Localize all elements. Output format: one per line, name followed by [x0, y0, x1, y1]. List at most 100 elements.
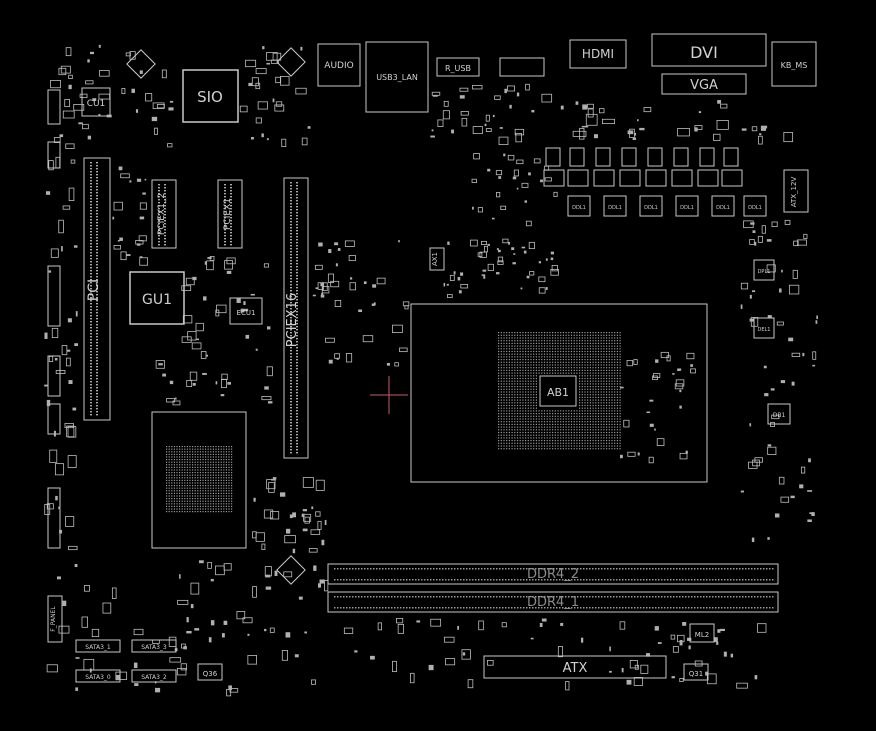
- pch-ball: [194, 482, 196, 484]
- pch-ball: [184, 485, 186, 487]
- smd-part: [70, 159, 76, 164]
- pch-ball: [181, 448, 183, 450]
- dimm2-pin: [661, 568, 663, 570]
- mosfet-top: [673, 147, 689, 167]
- cpu-ball: [562, 437, 564, 439]
- cpu-ball: [592, 372, 594, 374]
- cpu-ball: [608, 340, 610, 342]
- cpu-ball: [503, 334, 505, 336]
- cpu-ball: [587, 413, 589, 415]
- pch-ball: [173, 495, 175, 497]
- pch-ball: [220, 498, 222, 500]
- pch-ball: [192, 464, 194, 466]
- cpu-ball: [549, 361, 551, 363]
- pch-ball: [192, 498, 194, 500]
- smd-pad: [68, 380, 73, 384]
- dimm1-pin: [469, 607, 471, 609]
- pciex1-pin: [224, 214, 226, 216]
- cpu-ball: [554, 369, 556, 371]
- cpu-ball: [584, 448, 586, 450]
- pciex1-pin: [230, 205, 232, 207]
- pci-pin: [96, 348, 98, 350]
- cpu-ball: [570, 348, 573, 350]
- cpu-ball: [603, 396, 605, 398]
- smd-part: [152, 102, 165, 110]
- cpu-ball: [525, 437, 527, 439]
- cpu-ball: [614, 337, 616, 339]
- pch-ball: [189, 508, 191, 510]
- cpu-ball: [535, 386, 537, 388]
- pch-ball: [197, 466, 199, 468]
- cpu-ball: [519, 332, 521, 334]
- pch-ball: [220, 451, 222, 453]
- dimm1-pin: [559, 607, 561, 609]
- cpu-ball: [516, 342, 519, 344]
- pci-pin: [90, 396, 92, 398]
- smd-pad: [59, 529, 63, 534]
- cpu-ball: [506, 445, 508, 447]
- cpu-ball: [606, 407, 608, 409]
- cpu-ball: [603, 388, 605, 390]
- dimm1-pin: [763, 596, 765, 598]
- cpu-ball: [498, 383, 500, 385]
- dimm1-pin: [556, 607, 558, 609]
- cpu-ball: [506, 350, 508, 353]
- cpu-ball: [535, 437, 537, 439]
- cpu-ball: [498, 434, 500, 436]
- pch-ball: [168, 477, 170, 479]
- cpu-ball: [516, 448, 519, 450]
- cpu-ball: [592, 421, 594, 423]
- cpu-ball: [562, 431, 564, 434]
- cpu-ball: [608, 421, 610, 423]
- dimm2-pin: [661, 579, 663, 581]
- cpu-ball: [579, 423, 581, 425]
- cpu-ball: [597, 361, 600, 363]
- cpu-ball: [546, 429, 548, 431]
- cpu-ball: [508, 434, 510, 436]
- pch-ball: [207, 500, 209, 502]
- cpu-ball: [533, 337, 535, 339]
- dimm1-pin: [454, 607, 456, 609]
- cpu-ball: [560, 350, 562, 353]
- smd-pad: [67, 318, 72, 323]
- cpu-ball: [522, 434, 524, 436]
- smd-pad: [336, 357, 339, 360]
- cpu-ball: [592, 410, 594, 412]
- cpu-ball: [516, 332, 519, 334]
- cpu-ball: [525, 334, 527, 336]
- cpu-ball: [592, 391, 594, 393]
- usb-header-small: [499, 57, 545, 77]
- cpu-ball: [573, 364, 575, 366]
- pch-ball: [218, 459, 220, 461]
- smd-part: [513, 169, 519, 177]
- cpu-ball: [579, 359, 581, 361]
- pch-ball: [223, 498, 225, 500]
- cpu-ball: [522, 402, 524, 404]
- pch-ball: [228, 464, 230, 466]
- cpu-ball: [619, 410, 621, 412]
- cpu-ball: [522, 445, 524, 447]
- cpu-ball: [511, 345, 513, 347]
- cpu-ball: [557, 334, 559, 336]
- dimm2-pin: [730, 568, 732, 570]
- dimm1-pin: [550, 596, 552, 598]
- smd-pad: [142, 192, 146, 195]
- r-usb-header: [436, 57, 480, 77]
- pciex16-pin: [296, 269, 298, 271]
- cpu-ball: [614, 380, 616, 382]
- cpu-ball: [508, 431, 510, 434]
- pci-pin: [96, 411, 98, 413]
- cpu-ball: [522, 437, 524, 439]
- pch-ball: [215, 490, 217, 492]
- dimm2-pin: [757, 579, 759, 581]
- dimm2-pin: [376, 579, 378, 581]
- cpu-ball: [565, 418, 567, 420]
- pci-pin: [90, 348, 92, 350]
- pci-pin: [90, 387, 92, 389]
- dimm1-pin: [601, 596, 603, 598]
- dimm1-pin: [718, 607, 720, 609]
- cpu-ball: [608, 396, 610, 398]
- cpu-ball: [608, 402, 610, 404]
- cpu-ball: [570, 423, 573, 425]
- pch-ball: [202, 479, 204, 481]
